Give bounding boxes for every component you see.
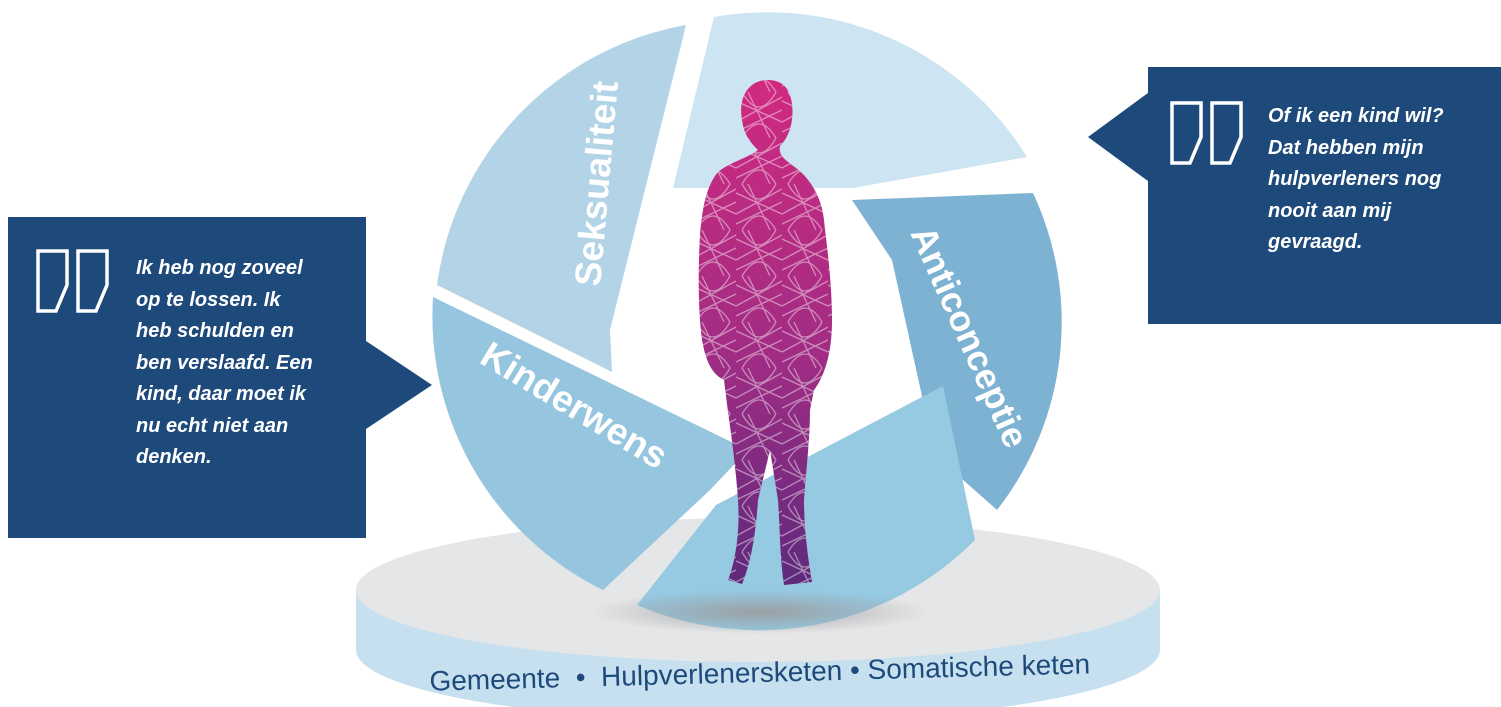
segment-anticonceptie	[852, 193, 1062, 510]
quote-pointer	[1088, 93, 1148, 181]
quote-text-right: Of ik een kind wil? Dat hebben mijn hulp…	[1268, 105, 1444, 253]
person-figure	[698, 80, 832, 585]
quote-text-left: Ik heb nog zoveel op te lossen. Ik heb s…	[136, 257, 313, 468]
quote-pointer	[366, 341, 432, 429]
segment-seksualiteit	[437, 25, 686, 372]
quote-box-right: Of ik een kind wil? Dat hebben mijn hulp…	[1088, 67, 1501, 324]
figure-shadow	[590, 590, 930, 634]
quote-box-left: Ik heb nog zoveel op te lossen. Ik heb s…	[8, 217, 432, 538]
segment-kinderwens	[432, 297, 748, 590]
segment-bottom	[637, 386, 975, 631]
quote-marks-icon	[36, 249, 109, 313]
segment-top	[673, 12, 1027, 188]
quote-marks-icon	[1170, 101, 1243, 165]
